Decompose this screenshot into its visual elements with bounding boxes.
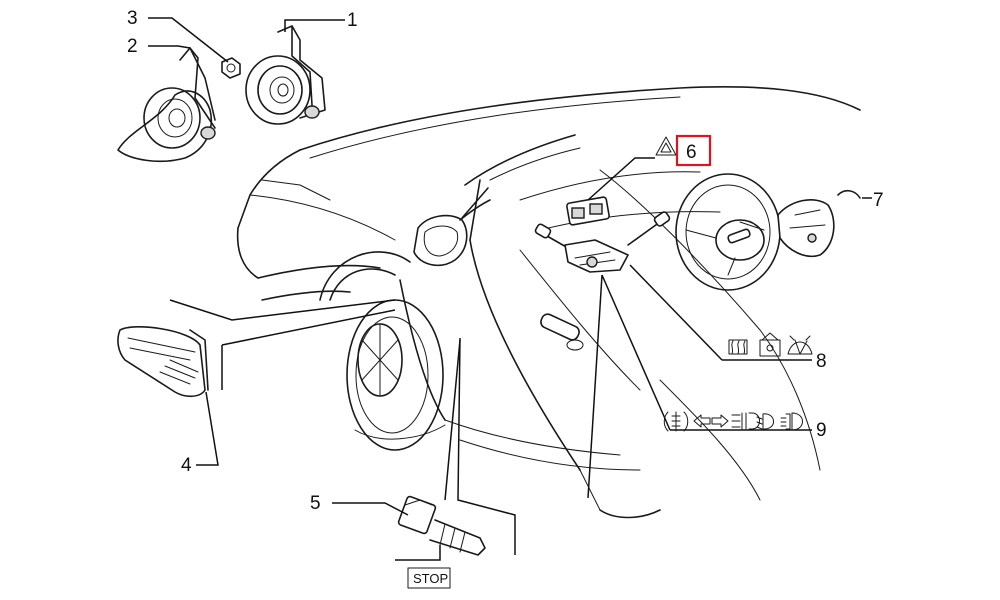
side-mirror	[413, 187, 491, 267]
callout-4: 4	[181, 455, 192, 476]
callout-7: 7	[873, 190, 884, 211]
turn-right-icon	[711, 414, 729, 428]
callout-1: 1	[347, 10, 358, 31]
leader-lines	[148, 17, 872, 561]
switch-part-6	[566, 196, 610, 226]
horn-part-2	[117, 47, 216, 163]
nut-part-3	[221, 57, 241, 79]
side-repeater-part-4	[117, 326, 209, 398]
rear-defrost-icon	[728, 339, 748, 355]
row-8-symbols	[728, 332, 813, 357]
turn-left-icon	[693, 414, 711, 428]
hazard-triangle-icon	[655, 136, 677, 156]
low-beam-icon	[756, 413, 774, 430]
steering-wheel	[675, 173, 781, 291]
wiper-icon	[787, 335, 813, 355]
callout-5: 5	[310, 493, 321, 514]
callout-8: 8	[816, 351, 827, 372]
side-light-icon	[663, 411, 689, 432]
stop-label-box	[407, 567, 451, 589]
fog-light-icon	[731, 412, 760, 430]
steering-pad-part-7	[777, 189, 861, 257]
horn-part-1	[245, 25, 326, 125]
stop-switch-part-5	[397, 495, 486, 556]
callout-9: 9	[816, 420, 827, 441]
column-switch-assembly	[534, 211, 671, 273]
callout-6: 6	[686, 142, 697, 163]
callout-2: 2	[127, 36, 138, 57]
car-body	[236, 86, 861, 519]
high-beam-icon	[780, 412, 803, 431]
callout-3: 3	[127, 8, 138, 29]
interior-light-icon	[759, 332, 781, 357]
stop-label: STOP	[413, 571, 448, 586]
callout-6-highlight	[675, 134, 712, 167]
row-9-symbols	[663, 411, 803, 432]
